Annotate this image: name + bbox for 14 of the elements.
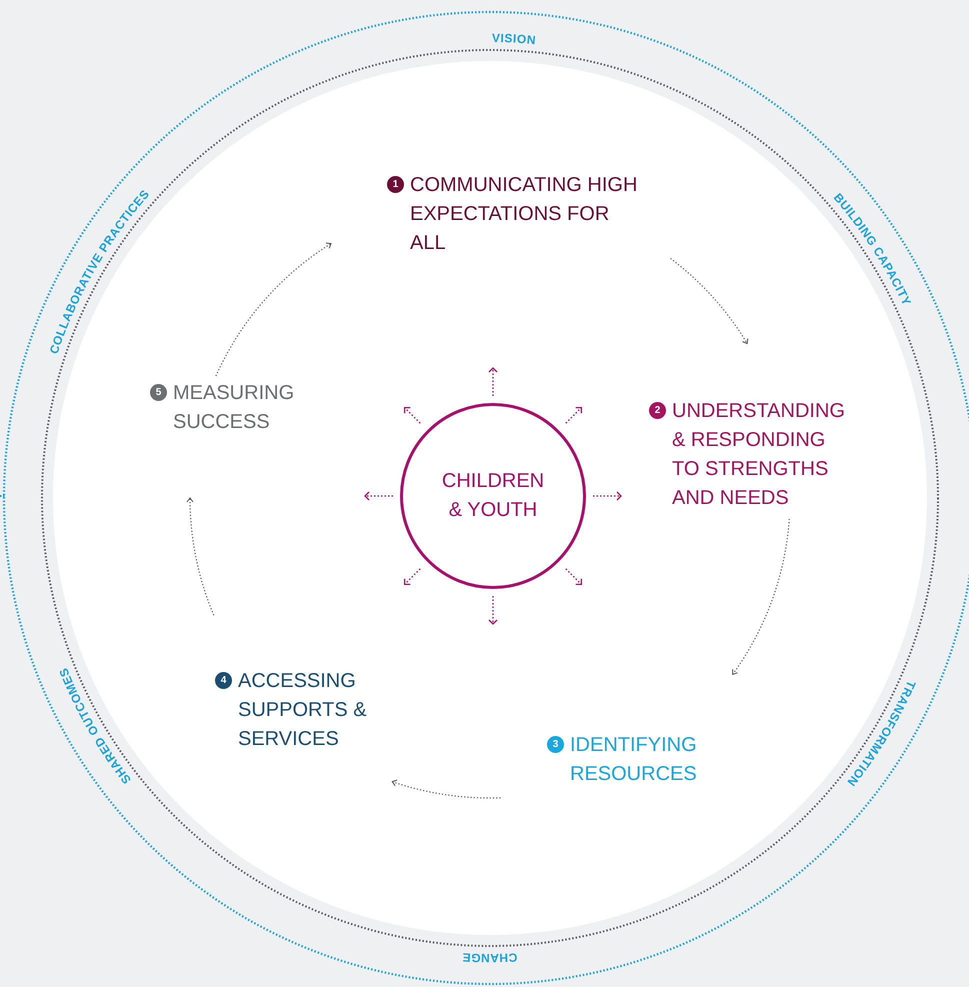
ring-label: VISION: [492, 30, 537, 48]
step-label: ACCESSING SUPPORTS & SERVICES: [238, 669, 368, 752]
step-label: COMMUNICATING HIGH EXPECTATIONS FOR ALL: [410, 173, 638, 256]
cycle-arrow: [186, 498, 214, 616]
step-label: IDENTIFYING RESOURCES: [570, 733, 698, 787]
cycle-arrow: [732, 518, 790, 675]
step-label: MEASURING SUCCESS: [173, 381, 296, 435]
center-label: CHILDREN & YOUTH: [440, 469, 546, 523]
cycle-arrow: [392, 779, 500, 798]
step-label: UNDERSTANDING & RESPONDING TO STRENGTHS AND NEEDS: [672, 399, 846, 511]
cycle-arrow: [670, 258, 748, 344]
ring-label: CHANGE: [462, 950, 518, 966]
center-circle: [400, 403, 586, 589]
cycle-arrow: [215, 242, 332, 376]
